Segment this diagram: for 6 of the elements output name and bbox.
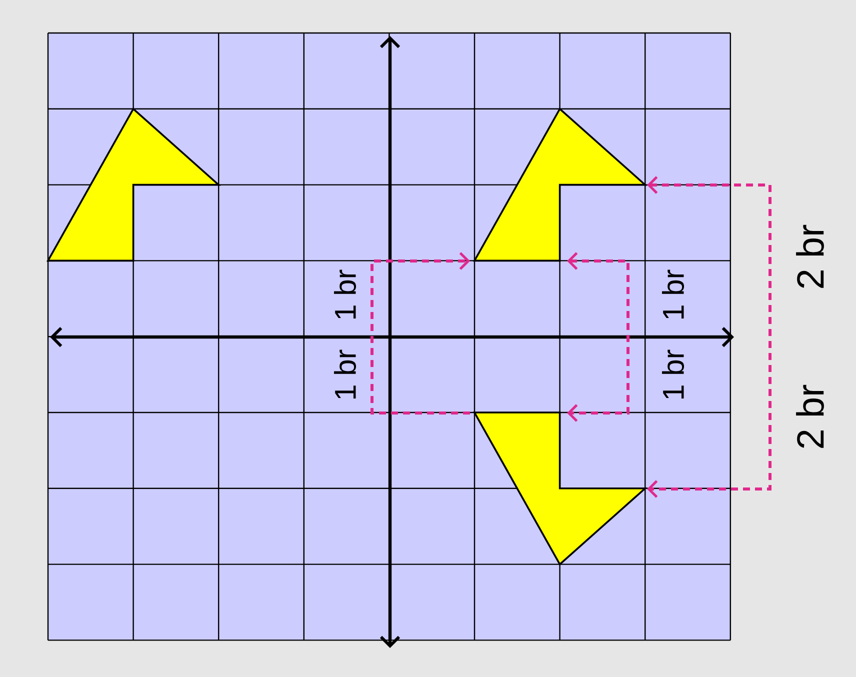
dimension-label: 1 br xyxy=(662,350,684,399)
dimension-label: 2 br xyxy=(796,384,824,448)
dimension-label: 2 br xyxy=(796,224,824,288)
dimension-label: 1 br xyxy=(334,350,356,399)
dimension-label: 1 br xyxy=(662,270,684,319)
dimension-label: 1 br xyxy=(334,270,356,319)
